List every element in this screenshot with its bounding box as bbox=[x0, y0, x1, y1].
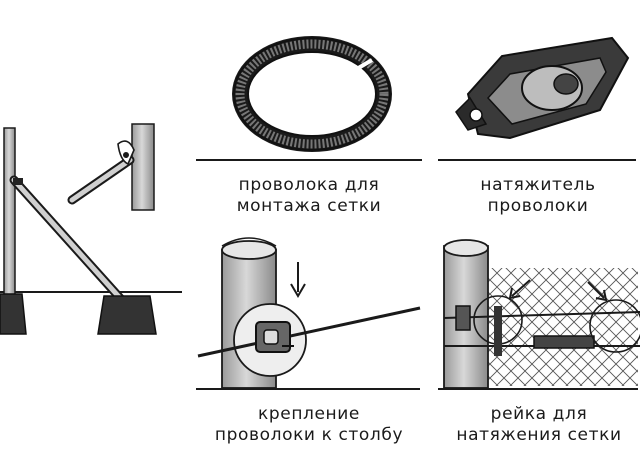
caption-wire-line2: монтажа сетки bbox=[236, 196, 382, 216]
caption-tensioner-line2: проволоки bbox=[487, 196, 589, 216]
caption-clamp: крепление проволоки к столбу bbox=[196, 404, 422, 446]
braced-post-illustration bbox=[0, 123, 182, 335]
caption-wire: проволока для монтажа сетки bbox=[196, 175, 422, 217]
caption-tensioner-line1: натяжитель bbox=[480, 175, 596, 195]
caption-rail-line2: натяжения сетки bbox=[456, 425, 622, 445]
tension-rail-illustration bbox=[438, 239, 640, 390]
caption-rail: рейка для натяжения сетки bbox=[440, 404, 638, 446]
caption-clamp-line2: проволоки к столбу bbox=[214, 425, 404, 445]
wire-coil-illustration bbox=[232, 36, 392, 152]
post-clamp-illustration bbox=[196, 237, 421, 390]
caption-rail-line1: рейка для bbox=[490, 404, 588, 424]
caption-tensioner: натяжитель проволоки bbox=[440, 175, 636, 217]
caption-clamp-line1: крепление bbox=[258, 404, 360, 424]
wire-tensioner-illustration bbox=[455, 36, 630, 140]
caption-wire-line1: проволока для bbox=[238, 175, 380, 195]
